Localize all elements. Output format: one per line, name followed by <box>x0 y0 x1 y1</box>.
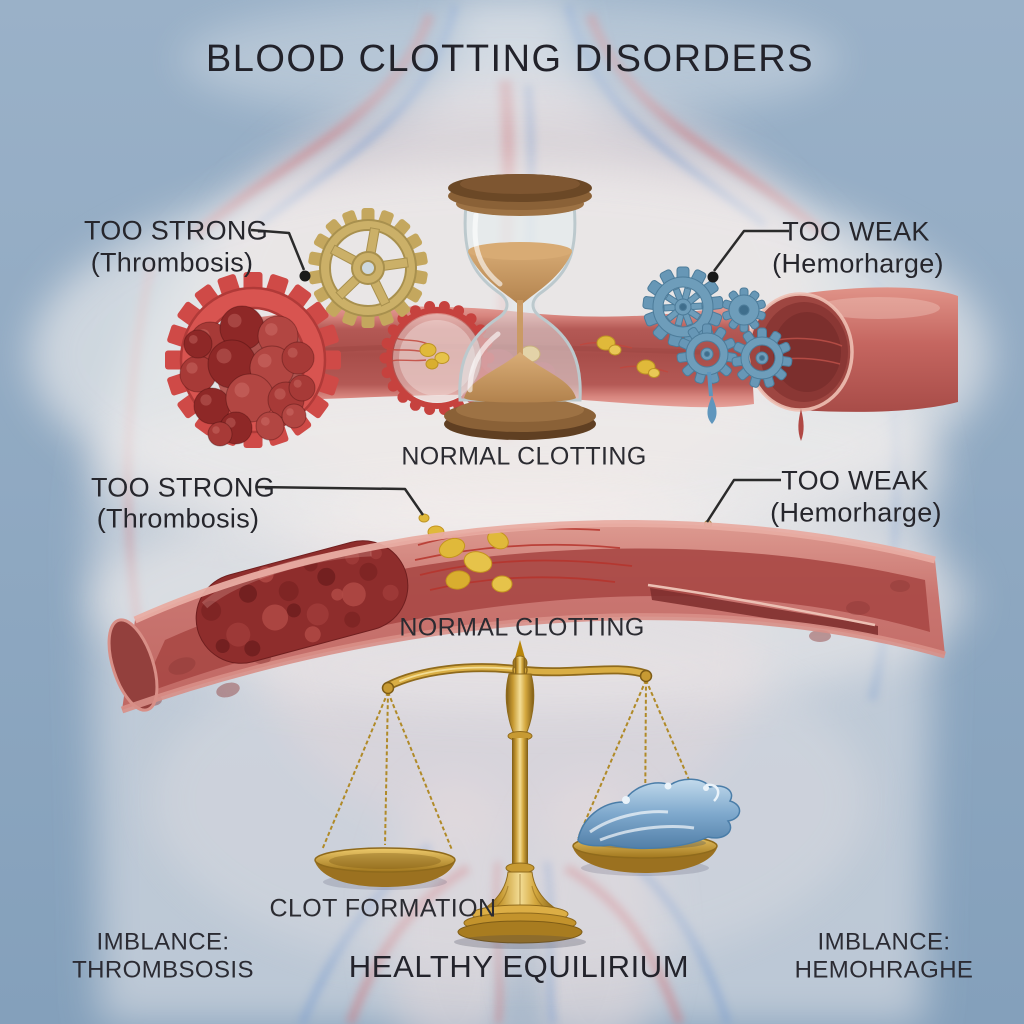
blue-gears-icon <box>642 266 793 424</box>
mid-right-callout-line1: TOO WEAK <box>781 465 929 496</box>
imbalance-left-line2: THROMBSOSIS <box>72 956 254 983</box>
scale-column <box>454 640 586 949</box>
callout-dot <box>707 271 719 283</box>
blood-drip-icon <box>798 409 804 441</box>
top-right-callout-line2: (Hemorharge) <box>772 248 944 279</box>
top-left-callout-line1: TOO STRONG <box>83 215 269 246</box>
top-caption: NORMAL CLOTTING <box>401 442 647 471</box>
imbalance-right-line2: HEMOHRAGHE <box>794 956 974 983</box>
hourglass-icon <box>444 174 596 440</box>
mid-leader-lines <box>255 478 781 523</box>
red-gear-icon <box>165 272 341 448</box>
scale-right-pan <box>572 679 741 876</box>
thrombus-mass-icon <box>195 540 409 664</box>
imbalance-thrombosis-caption: IMBLANCE: THROMBSOSIS <box>72 928 254 983</box>
clot-formation-caption: CLOT FORMATION <box>269 894 497 923</box>
platelet-plug-icon <box>414 513 633 593</box>
imbalance-hemorrhage-caption: IMBLANCE: HEMOHRAGHE <box>795 928 974 983</box>
top-leader-lines <box>250 228 789 283</box>
imbalance-right-line1: IMBLANCE: <box>817 928 951 956</box>
healthy-equilibrium-caption: HEALTHY EQUILIRIUM <box>348 949 690 985</box>
mid-vessel <box>107 513 946 714</box>
imbalance-left-line1: IMBLANCE: <box>96 928 230 956</box>
top-right-callout-line1: TOO WEAK <box>782 216 930 247</box>
mid-right-callout-line2: (Hemorharge) <box>770 497 942 528</box>
platelet-sparks <box>579 335 669 378</box>
clot-window <box>379 301 495 415</box>
mid-left-callout-line1: TOO STRONG <box>90 472 276 503</box>
gold-gear-icon <box>308 208 428 328</box>
callout-dot <box>299 270 311 282</box>
top-vessel-open-end <box>746 287 958 441</box>
mid-left-callout-line2: (Thrombosis) <box>96 503 260 534</box>
wave-icon <box>577 778 741 850</box>
plasma-drip-icon <box>707 396 717 424</box>
balance-scale-icon <box>314 640 741 949</box>
top-left-callout-line2: (Thrombosis) <box>90 247 254 278</box>
page-title: BLOOD CLOTTING DISORDERS <box>205 38 815 81</box>
scale-left-pan <box>314 691 456 890</box>
thrombus-clot-icon <box>179 305 316 447</box>
mid-caption: NORMAL CLOTTING <box>399 613 645 642</box>
